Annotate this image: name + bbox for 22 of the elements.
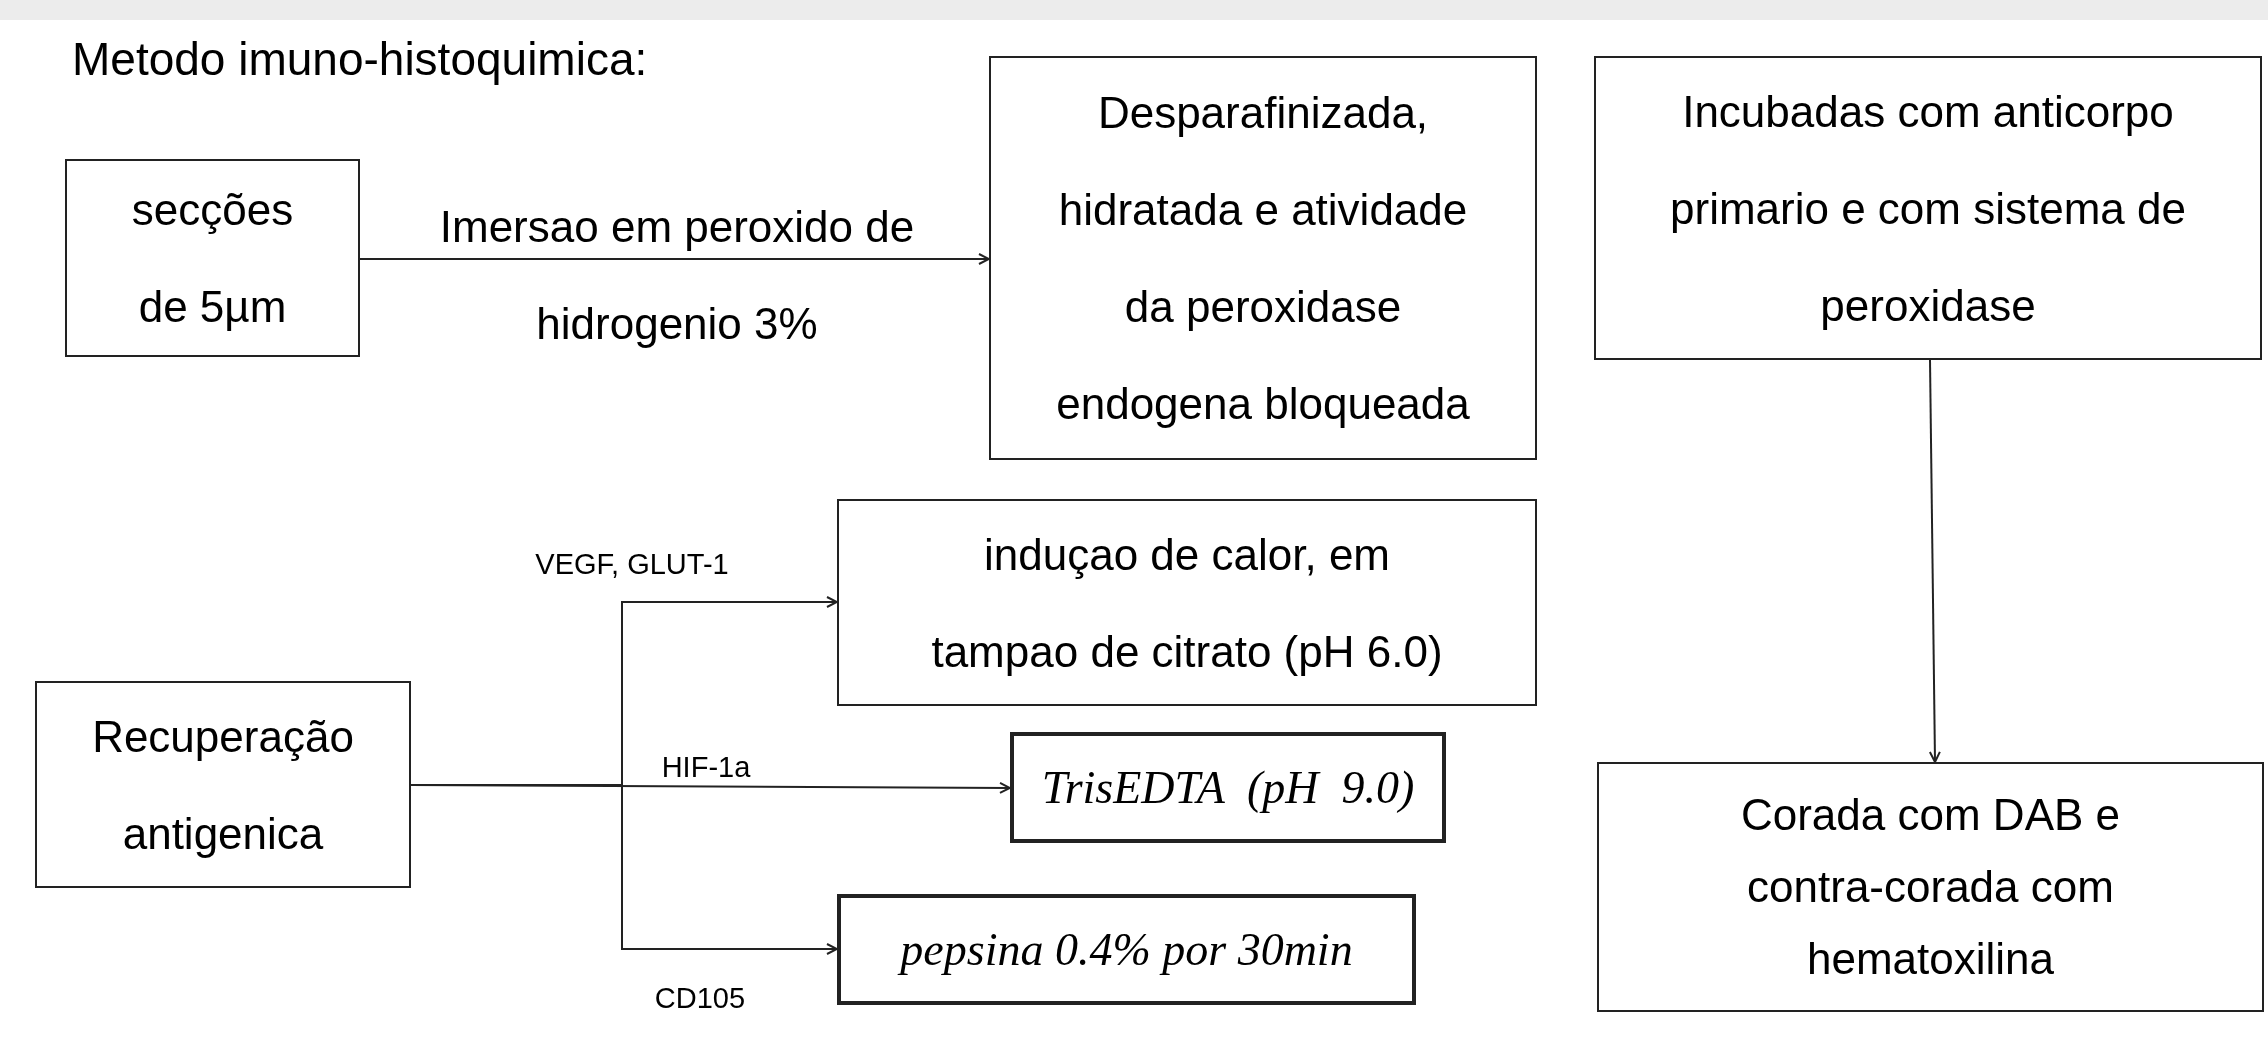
diagram-title: Metodo imuno-histoquimica: [72, 32, 648, 86]
process-box [837, 894, 1416, 1005]
process-box [1597, 762, 2264, 1012]
edge-label: CD105 [653, 981, 747, 1016]
step-text: TrisEDTA (pH 9.0) [1041, 760, 1415, 815]
step-text: induçao de calor, em tampao de citrato (pH 6.0) [930, 528, 1444, 678]
process-box [1594, 56, 2262, 360]
process-box [65, 159, 360, 357]
edge-label: HIF-1a [660, 750, 752, 785]
edge-label: Imersao em peroxido de hidrogenio 3% [438, 201, 916, 350]
arrow [359, 253, 990, 265]
step-text: Incubadas com anticorpo primario e com sistema de peroxidase [1669, 85, 2187, 332]
step-text: Corada com DAB e contra-corada com hematoxilina [1739, 789, 2122, 985]
step-text: Recuperação antigenica [91, 710, 355, 860]
step-text: secções de 5µm [130, 184, 295, 333]
process-box [837, 499, 1537, 706]
process-box [989, 56, 1537, 460]
edge-label: VEGF, GLUT-1 [534, 547, 730, 582]
process-box [1010, 732, 1446, 843]
arrow [1928, 359, 1941, 763]
process-box [35, 681, 411, 888]
step-text: Desparafinizada, hidratada e atividade da peroxidase endogena bloqueada [1055, 87, 1471, 430]
